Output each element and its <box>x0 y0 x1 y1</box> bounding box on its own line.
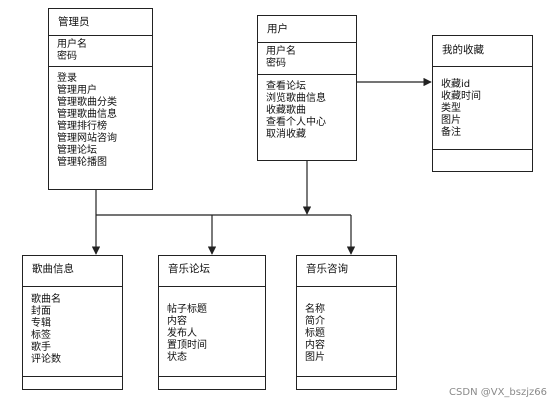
watermark: CSDN @VX_bszjz66 <box>449 387 547 398</box>
class-attributes-forum: 帖子标题 内容 发布人 置顶时间 状态 <box>159 286 265 376</box>
attribute-item: 图片 <box>305 352 325 363</box>
class-title-favorites: 我的收藏 <box>442 44 484 56</box>
method-item: 管理论坛 <box>57 145 97 156</box>
method-item: 取消收藏 <box>266 129 306 140</box>
class-methods-favorites <box>433 149 532 171</box>
method-item: 浏览歌曲信息 <box>266 93 326 104</box>
class-methods-user: 查看论坛 浏览歌曲信息 收藏歌曲 查看个人中心 取消收藏 <box>258 74 356 160</box>
class-title-user: 用户 <box>267 23 288 35</box>
attribute-item: 用户名 <box>266 46 296 57</box>
attribute-item: 用户名 <box>57 39 87 50</box>
method-item: 管理排行榜 <box>57 121 107 132</box>
method-item: 管理用户 <box>57 85 97 96</box>
class-title-news: 音乐咨询 <box>306 263 348 275</box>
attribute-item: 标签 <box>31 330 51 341</box>
attribute-item: 内容 <box>305 340 325 351</box>
class-attributes-user: 用户名 密码 <box>258 42 356 74</box>
attribute-item: 简介 <box>305 316 325 327</box>
class-attributes-news: 名称 简介 标题 内容 图片 <box>297 286 396 376</box>
attribute-item: 收藏id <box>441 79 471 90</box>
attribute-item: 歌曲名 <box>31 294 61 305</box>
attribute-item: 收藏时间 <box>441 91 481 102</box>
class-title-forum: 音乐论坛 <box>168 263 210 275</box>
attribute-item: 内容 <box>167 316 187 327</box>
attribute-item: 图片 <box>441 115 461 126</box>
class-box-forum: 音乐论坛 帖子标题 内容 发布人 置顶时间 状态 <box>158 255 266 390</box>
attribute-item: 密码 <box>57 51 77 62</box>
class-title-song: 歌曲信息 <box>32 263 74 275</box>
method-item: 管理网站咨询 <box>57 133 117 144</box>
class-attributes-song: 歌曲名 封面 专辑 标签 歌手 评论数 <box>23 286 122 376</box>
method-item: 查看个人中心 <box>266 117 326 128</box>
method-item: 登录 <box>57 73 77 84</box>
attribute-item: 类型 <box>441 103 461 114</box>
class-box-song: 歌曲信息 歌曲名 封面 专辑 标签 歌手 评论数 <box>22 255 123 390</box>
attribute-item: 备注 <box>441 127 461 138</box>
method-item: 管理轮播图 <box>57 157 107 168</box>
class-attributes-favorites: 收藏id 收藏时间 类型 图片 备注 <box>433 66 532 149</box>
class-methods-news <box>297 376 396 389</box>
attribute-item: 状态 <box>167 352 187 363</box>
class-methods-admin: 登录 管理用户 管理歌曲分类 管理歌曲信息 管理排行榜 管理网站咨询 管理论坛 … <box>49 66 152 189</box>
class-box-news: 音乐咨询 名称 简介 标题 内容 图片 <box>296 255 397 390</box>
class-box-admin: 管理员 用户名 密码 登录 管理用户 管理歌曲分类 管理歌曲信息 管理排行榜 管… <box>48 8 153 190</box>
attribute-item: 专辑 <box>31 318 51 329</box>
attribute-item: 密码 <box>266 58 286 69</box>
attribute-item: 封面 <box>31 306 51 317</box>
class-title-admin: 管理员 <box>58 16 90 28</box>
attribute-item: 发布人 <box>167 328 197 339</box>
attribute-item: 歌手 <box>31 342 51 353</box>
method-item: 查看论坛 <box>266 81 306 92</box>
class-methods-forum <box>159 376 265 389</box>
class-methods-song <box>23 376 122 389</box>
attribute-item: 标题 <box>305 328 325 339</box>
class-attributes-admin: 用户名 密码 <box>49 35 152 66</box>
class-box-user: 用户 用户名 密码 查看论坛 浏览歌曲信息 收藏歌曲 查看个人中心 取消收藏 <box>257 15 357 161</box>
attribute-item: 置顶时间 <box>167 340 207 351</box>
method-item: 管理歌曲信息 <box>57 109 117 120</box>
method-item: 管理歌曲分类 <box>57 97 117 108</box>
class-box-favorites: 我的收藏 收藏id 收藏时间 类型 图片 备注 <box>432 35 533 172</box>
attribute-item: 名称 <box>305 304 325 315</box>
attribute-item: 帖子标题 <box>167 304 207 315</box>
attribute-item: 评论数 <box>31 354 61 365</box>
method-item: 收藏歌曲 <box>266 105 306 116</box>
